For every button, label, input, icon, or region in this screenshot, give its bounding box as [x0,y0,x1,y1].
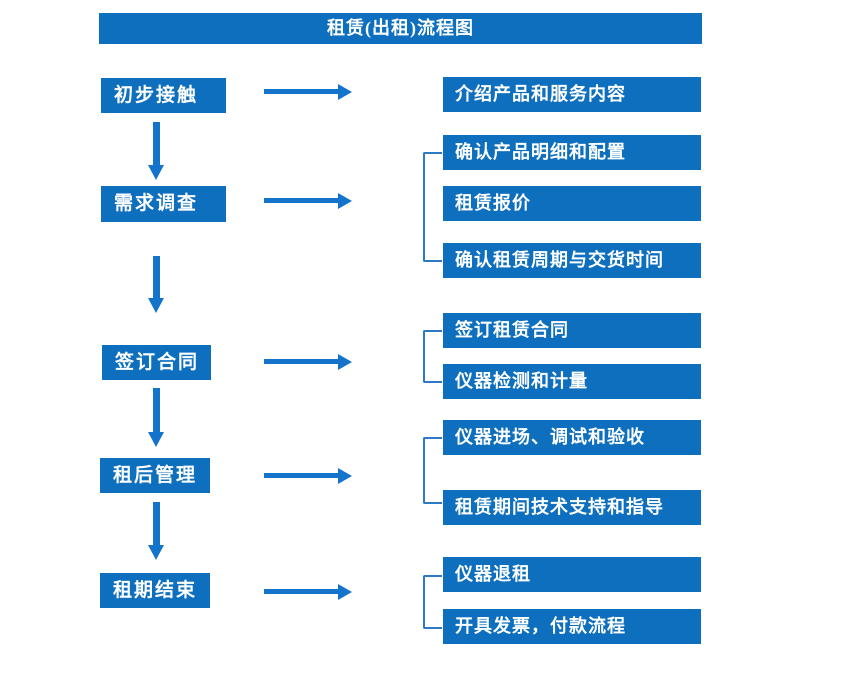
step-box-rental-end: 租期结束 [100,573,210,608]
detail-box-confirm-product-config: 确认产品明细和配置 [443,135,701,170]
detail-box-technical-support: 租赁期间技术支持和指导 [443,490,701,525]
arrow-shaft [264,589,339,594]
detail-box-invoice-payment: 开具发票，付款流程 [443,609,701,644]
arrow-right-icon [264,193,352,209]
detail-box-confirm-period-delivery: 确认租赁周期与交货时间 [443,243,701,278]
step-box-post-rental-management: 租后管理 [100,458,210,493]
arrow-head [338,354,352,370]
group-bracket-sign-contract [423,330,442,383]
group-bracket-demand-survey [423,152,442,262]
arrow-shaft [153,256,160,298]
arrow-shaft [153,122,160,165]
detail-box-sign-rental-contract: 签订租赁合同 [443,313,701,348]
arrow-down-icon [148,122,165,180]
group-bracket-rental-end [423,575,442,629]
arrow-down-icon [148,502,165,560]
arrow-head [148,298,164,313]
arrow-shaft [264,473,339,478]
detail-box-instrument-testing: 仪器检测和计量 [443,364,701,399]
step-box-demand-survey: 需求调查 [101,186,226,222]
group-bracket-post-rental-management [423,437,442,504]
detail-box-rental-quotation: 租赁报价 [443,186,701,221]
step-box-sign-contract: 签订合同 [102,345,211,380]
arrow-right-icon [264,84,352,100]
arrow-shaft [153,502,160,545]
detail-box-instrument-return: 仪器退租 [443,557,701,592]
arrow-right-icon [264,468,352,484]
arrow-head [338,584,352,600]
arrow-head [148,432,164,447]
arrow-head [148,545,164,560]
detail-box-instrument-entry-acceptance: 仪器进场、调试和验收 [443,420,701,455]
arrow-shaft [264,89,339,94]
arrow-head [148,165,164,180]
arrow-right-icon [264,354,352,370]
arrow-down-icon [148,388,165,447]
arrow-head [338,84,352,100]
flowchart-title: 租赁(出租)流程图 [99,13,702,44]
step-box-initial-contact: 初步接触 [101,78,226,113]
arrow-head [338,193,352,209]
arrow-shaft [153,388,160,432]
arrow-shaft [264,359,339,364]
detail-box-introduce-products: 介绍产品和服务内容 [443,77,701,112]
arrow-head [338,468,352,484]
arrow-down-icon [148,256,165,313]
arrow-right-icon [264,584,352,600]
arrow-shaft [264,198,339,203]
